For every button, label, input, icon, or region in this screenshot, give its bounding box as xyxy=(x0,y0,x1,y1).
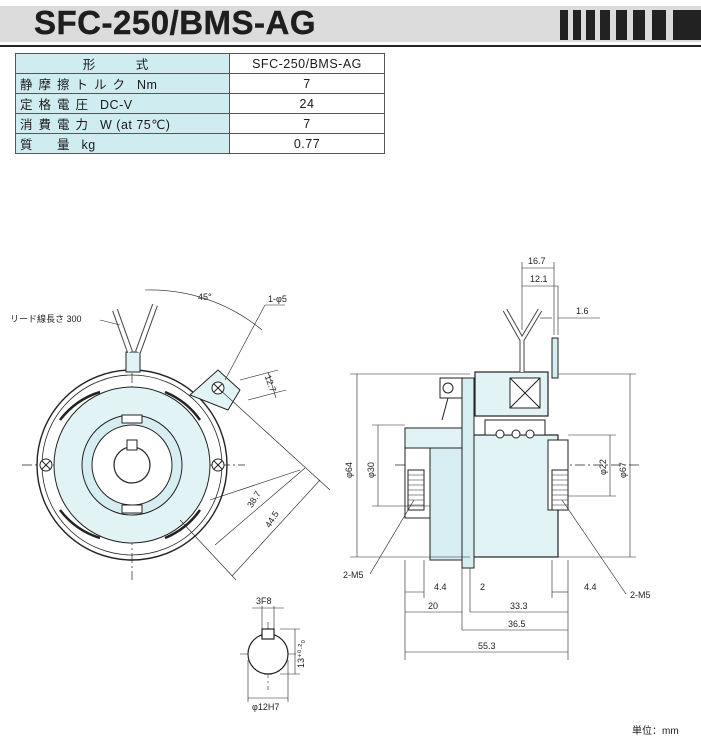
dim-4-4-right: 4.4 xyxy=(584,582,597,592)
angle-label: 45° xyxy=(198,292,212,302)
dim-2: 2 xyxy=(480,582,485,592)
dim-1-6: 1.6 xyxy=(576,306,589,316)
spec-row-unit: W (at 75℃) xyxy=(100,118,171,132)
key-width-label: 3F8 xyxy=(256,596,272,606)
dim-16-7: 16.7 xyxy=(528,256,546,266)
hole-label: 1-φ5 xyxy=(268,294,287,304)
dia-30: φ30 xyxy=(366,462,376,478)
dia-67: φ67 xyxy=(618,462,628,478)
dim-12-1: 12.1 xyxy=(530,274,548,284)
bore-label: φ12H7 xyxy=(252,702,279,712)
spec-header-value: SFC-250/BMS-AG xyxy=(229,53,385,74)
dim-55-3: 55.3 xyxy=(478,641,496,651)
unit-label: 単位：mm xyxy=(632,726,679,737)
key-depth-label: 13⁺⁰·²₀ xyxy=(296,640,306,668)
decorative-stripes xyxy=(560,10,701,40)
spec-row-unit: Nm xyxy=(137,78,158,92)
spec-row: 静摩擦トルク Nm 7 xyxy=(15,73,385,94)
spec-row-unit: kg xyxy=(81,138,96,152)
dim-44-5: 44.5 xyxy=(263,509,281,529)
front-view xyxy=(22,289,331,581)
tap-right-label: 2-M5 xyxy=(630,590,651,600)
dim-33-3: 33.3 xyxy=(510,601,528,611)
spec-row-unit: DC-V xyxy=(100,98,133,112)
dim-20: 20 xyxy=(428,601,438,611)
spec-row-label: 定格電圧 xyxy=(20,98,95,112)
keyway-view xyxy=(240,606,300,702)
dim-12-7: 12.7 xyxy=(263,374,278,394)
lead-length-label: リード線長さ 300 xyxy=(10,313,82,324)
dim-36-5: 36.5 xyxy=(508,619,526,629)
spec-row-label: 消費電力 xyxy=(20,118,95,132)
spec-row-value: 7 xyxy=(229,73,385,94)
spec-header-label: 形 式 xyxy=(15,53,230,74)
dia-22: φ22 xyxy=(598,459,608,475)
dim-4-4-left: 4.4 xyxy=(434,582,447,592)
page-title: SFC-250/BMS-AG xyxy=(34,4,317,41)
title-underline xyxy=(0,45,701,47)
spec-header-row: 形 式 SFC-250/BMS-AG xyxy=(15,53,385,74)
dia-64: φ64 xyxy=(344,462,354,478)
spec-row-value: 0.77 xyxy=(229,133,385,154)
tap-left-label: 2-M5 xyxy=(343,570,364,580)
spec-row-label: 質 量 xyxy=(20,138,76,152)
spec-row-label: 静摩擦トルク xyxy=(20,78,132,92)
title-banner: SFC-250/BMS-AG xyxy=(0,4,701,42)
side-view xyxy=(350,262,640,660)
spec-row: 質 量 kg 0.77 xyxy=(15,133,385,154)
